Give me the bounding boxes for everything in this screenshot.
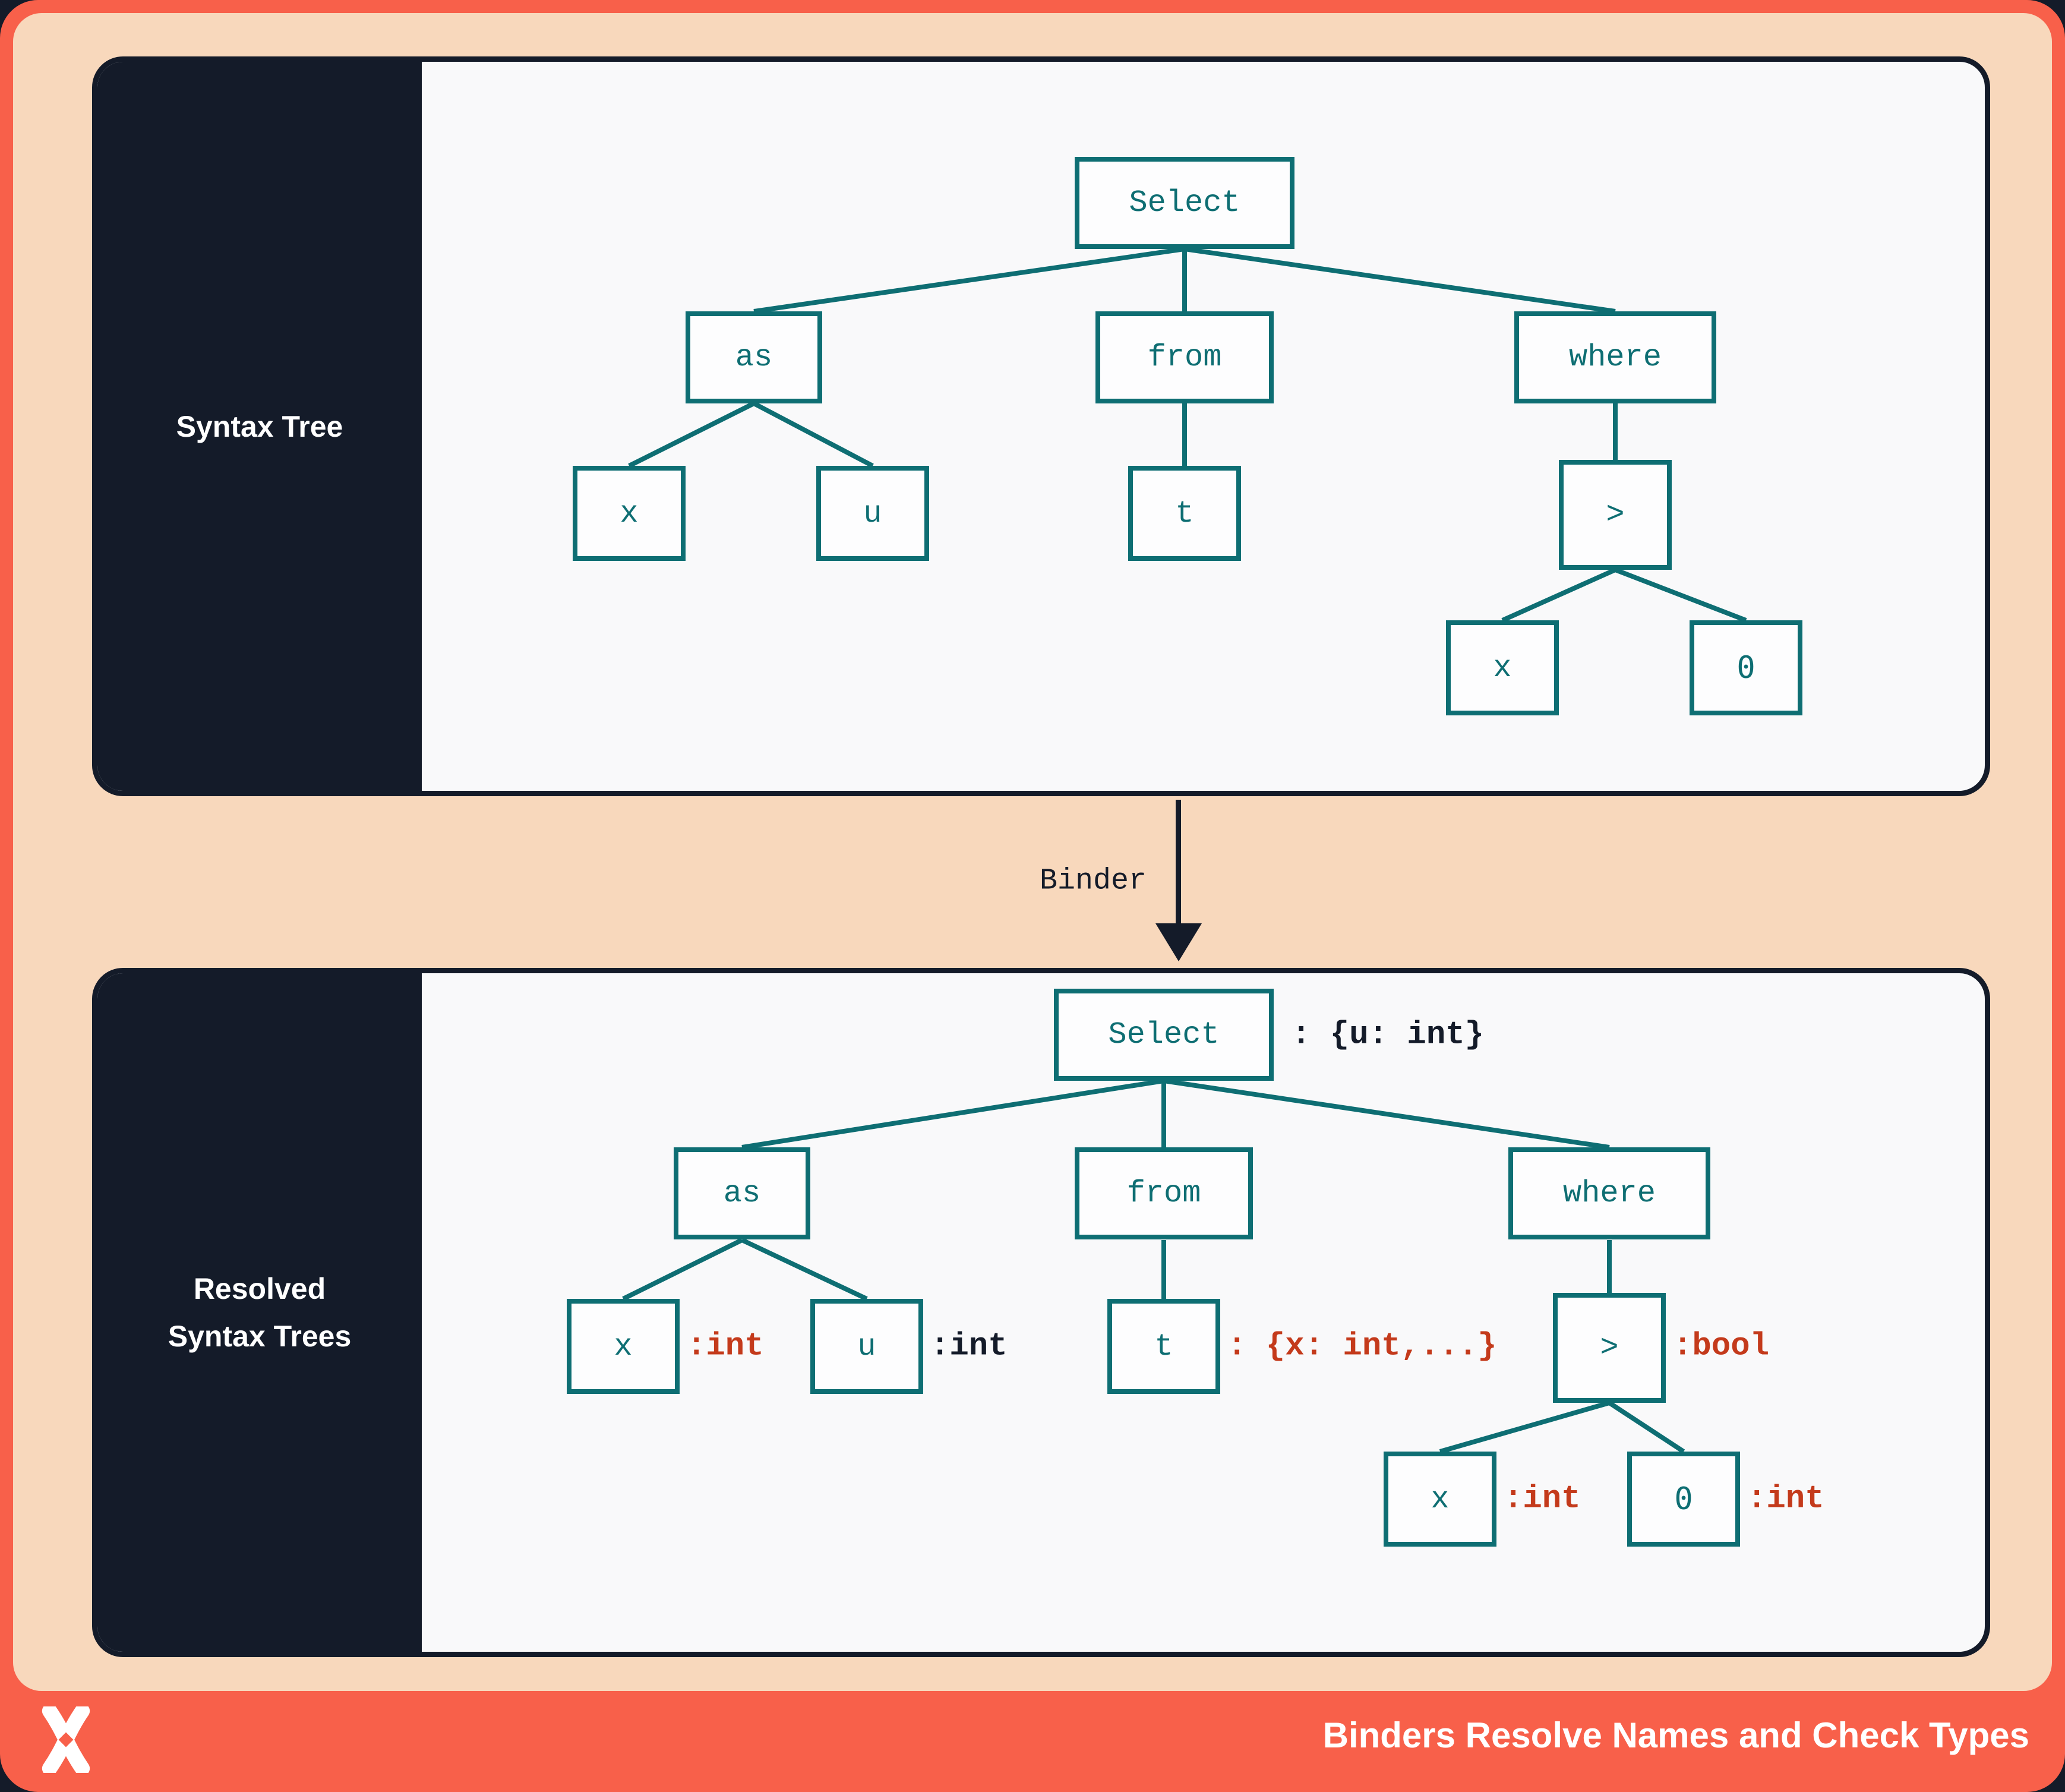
resolved-syntax-trees-sidebar: Resolved Syntax Trees <box>97 973 422 1652</box>
binder-arrowhead-icon <box>1155 923 1202 961</box>
node-label: t <box>1175 496 1194 531</box>
node-label: u <box>863 496 882 531</box>
type-annotation-greater-than: :bool <box>1673 1328 1770 1365</box>
tree-node-as: as <box>686 311 822 403</box>
tree-node-x2: x <box>1446 620 1559 715</box>
x-ribbon-logo-icon <box>42 1706 90 1773</box>
syntax-tree-sidebar: Syntax Tree <box>97 62 422 791</box>
node-label: x <box>1431 1481 1450 1517</box>
node-label: > <box>1606 497 1625 532</box>
resolved-tree-edges <box>622 1078 1685 1454</box>
node-label: as <box>735 340 773 375</box>
binder-arrow-line <box>1176 800 1181 926</box>
tree-node-x: x <box>567 1299 680 1394</box>
node-label: x <box>620 496 639 531</box>
title-line-1: Resolved <box>193 1272 326 1305</box>
tree-node-zero: 0 <box>1690 620 1802 715</box>
node-label: > <box>1600 1330 1619 1365</box>
node-label: x <box>1493 650 1512 686</box>
node-label: 0 <box>1736 650 1755 686</box>
syntax-tree-title: Syntax Tree <box>176 409 343 443</box>
syntax-tree-edges <box>628 247 1747 623</box>
node-label: Select <box>1108 1017 1220 1052</box>
node-label: x <box>614 1329 633 1364</box>
tree-node-select: Select <box>1054 989 1274 1081</box>
tree-node-t: t <box>1128 466 1241 561</box>
type-annotation-select: : {u: int} <box>1292 1017 1485 1053</box>
resolved-syntax-trees-panel: Resolved Syntax Trees Select : {u: int} … <box>92 968 1990 1657</box>
footer-title: Binders Resolve Names and Check Types <box>1322 1715 2029 1755</box>
node-label: Select <box>1129 185 1240 220</box>
tree-node-greater-than: > <box>1559 460 1672 570</box>
tree-node-from: from <box>1075 1147 1253 1239</box>
tree-node-zero: 0 <box>1627 1452 1740 1547</box>
node-label: u <box>857 1329 876 1364</box>
tree-node-u: u <box>810 1299 923 1394</box>
node-label: where <box>1568 340 1662 375</box>
type-annotation-x2: :int <box>1504 1481 1581 1517</box>
node-label: 0 <box>1674 1481 1693 1517</box>
tree-node-as: as <box>674 1147 810 1239</box>
node-label: from <box>1147 340 1222 375</box>
node-label: t <box>1154 1329 1173 1364</box>
tree-node-x2: x <box>1384 1452 1496 1547</box>
tree-node-from: from <box>1095 311 1274 403</box>
title-line-2: Syntax Trees <box>168 1320 352 1353</box>
type-annotation-zero: :int <box>1747 1481 1824 1517</box>
type-annotation-u: :int <box>930 1328 1008 1365</box>
type-annotation-t: : {x: int,...} <box>1227 1328 1497 1365</box>
binder-label: Binder <box>1039 864 1147 898</box>
node-label: where <box>1562 1176 1656 1211</box>
syntax-tree-panel: Syntax Tree Select as from where x <box>92 56 1990 796</box>
tree-node-u: u <box>816 466 929 561</box>
tree-node-select: Select <box>1075 157 1294 249</box>
tree-node-where: where <box>1508 1147 1710 1239</box>
tree-node-greater-than: > <box>1553 1293 1666 1403</box>
type-annotation-x: :int <box>687 1328 764 1365</box>
node-label: as <box>723 1176 761 1211</box>
tree-node-t: t <box>1107 1299 1220 1394</box>
tree-node-x: x <box>573 466 686 561</box>
tree-node-where: where <box>1514 311 1716 403</box>
resolved-syntax-trees-title: Resolved Syntax Trees <box>168 1265 352 1360</box>
node-label: from <box>1126 1176 1201 1211</box>
